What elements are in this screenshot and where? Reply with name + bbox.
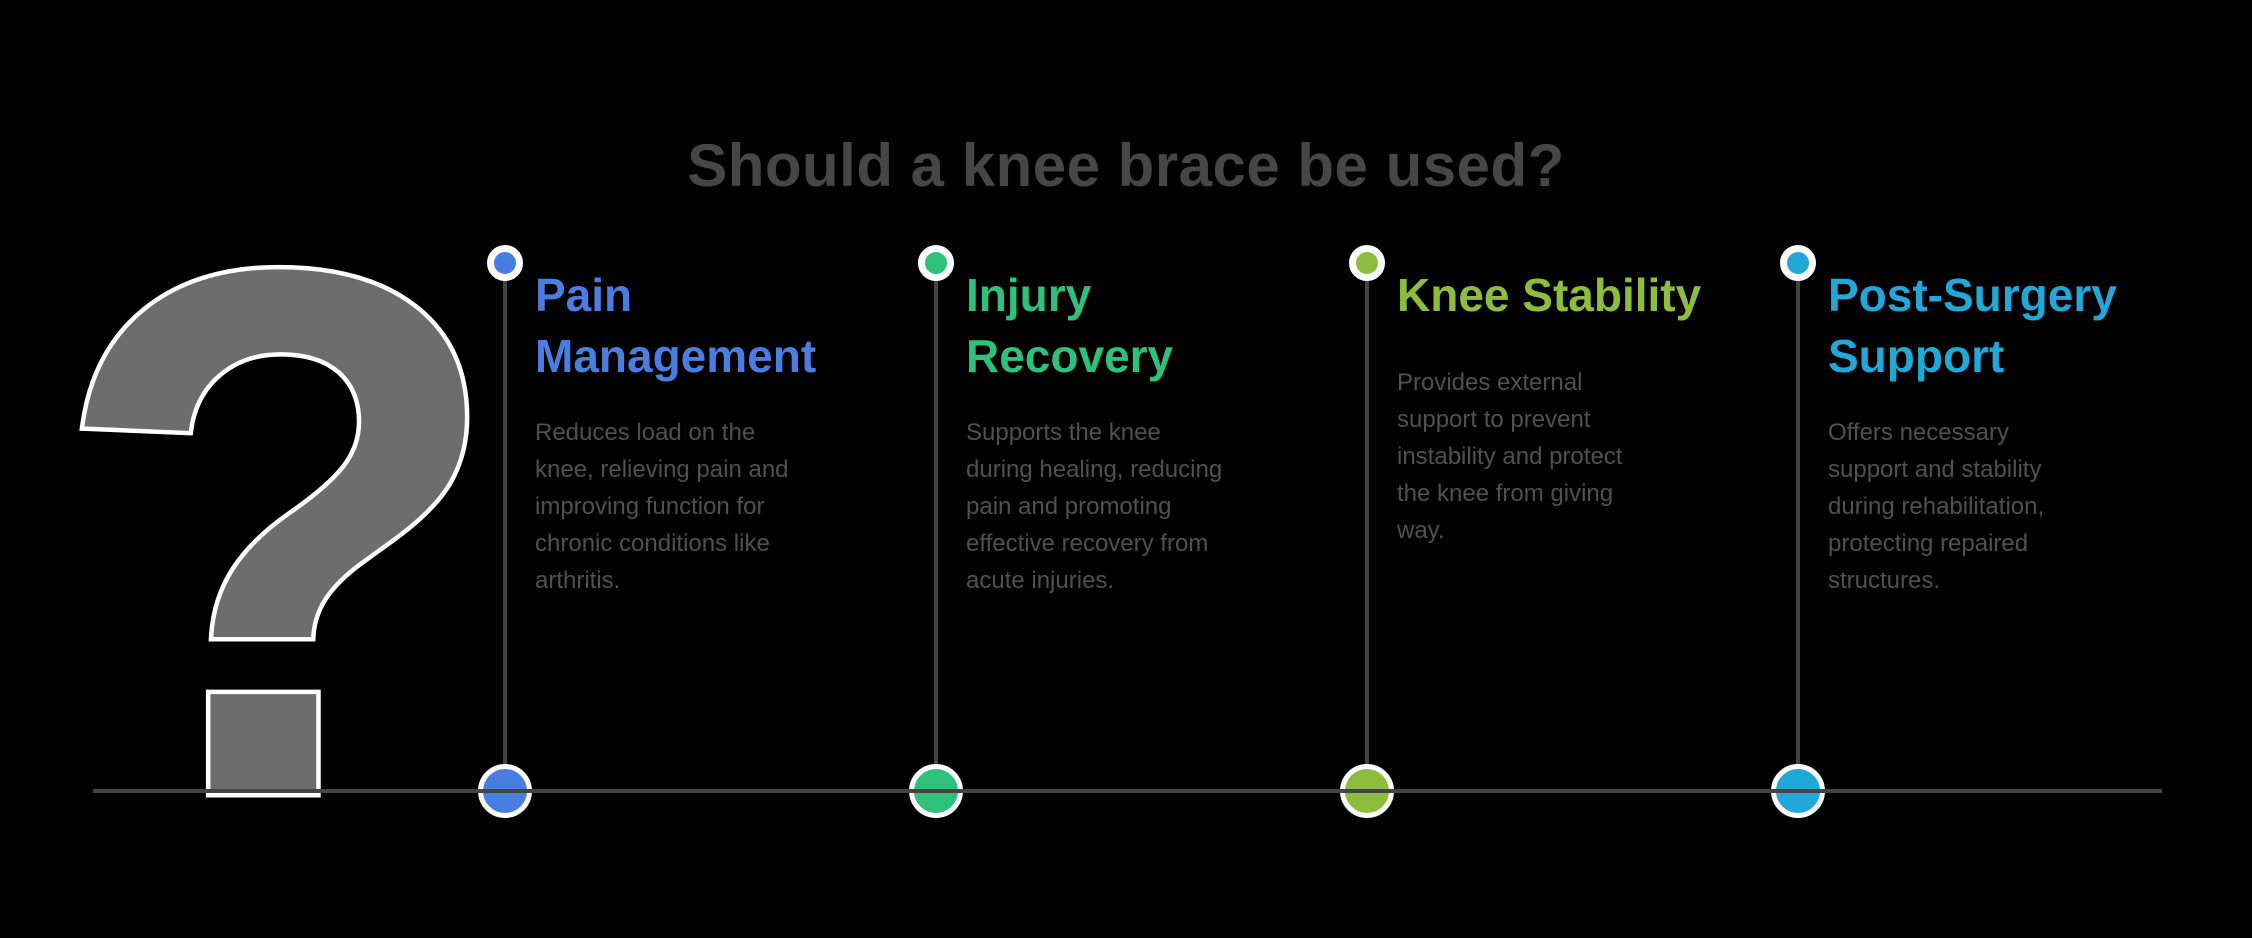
timeline-vertical-line: [1365, 263, 1369, 791]
timeline-item-text: Injury Recovery Supports the knee during…: [966, 265, 1326, 599]
timeline-item-injury-recovery: Injury Recovery Supports the knee during…: [909, 0, 1309, 938]
timeline-item-knee-stability: Knee Stability Provides external support…: [1340, 0, 1740, 938]
item-description: Provides external support to prevent ins…: [1397, 369, 1623, 544]
timeline-top-dot: [487, 245, 523, 281]
question-mark-glyph: ?: [50, 114, 508, 810]
timeline-item-text: Knee Stability Provides external support…: [1397, 265, 1757, 549]
item-description: Supports the knee during healing, reduci…: [966, 419, 1223, 594]
timeline-vertical-line: [934, 263, 938, 791]
item-description: Offers necessary support and stability d…: [1828, 419, 2045, 594]
page-title: Should a knee brace be used?: [687, 132, 1565, 200]
timeline-top-dot: [1349, 245, 1385, 281]
item-heading: Pain Management: [535, 269, 817, 382]
item-description: Reduces load on the knee, relieving pain…: [535, 419, 789, 594]
timeline-baseline: [93, 789, 2162, 793]
item-heading: Post-Surgery Support: [1828, 269, 2117, 382]
timeline-top-dot: [1780, 245, 1816, 281]
timeline-item-post-surgery-support: Post-Surgery Support Offers necessary su…: [1771, 0, 2171, 938]
timeline-item-text: Post-Surgery Support Offers necessary su…: [1828, 265, 2188, 599]
item-heading: Injury Recovery: [966, 269, 1174, 382]
question-mark-icon: ?: [40, 100, 560, 938]
timeline-vertical-line: [503, 263, 507, 791]
timeline-vertical-line: [1796, 263, 1800, 791]
timeline-item-text: Pain Management Reduces load on the knee…: [535, 265, 895, 599]
item-heading: Knee Stability: [1397, 269, 1702, 321]
timeline-top-dot: [918, 245, 954, 281]
timeline-item-pain-management: Pain Management Reduces load on the knee…: [478, 0, 878, 938]
